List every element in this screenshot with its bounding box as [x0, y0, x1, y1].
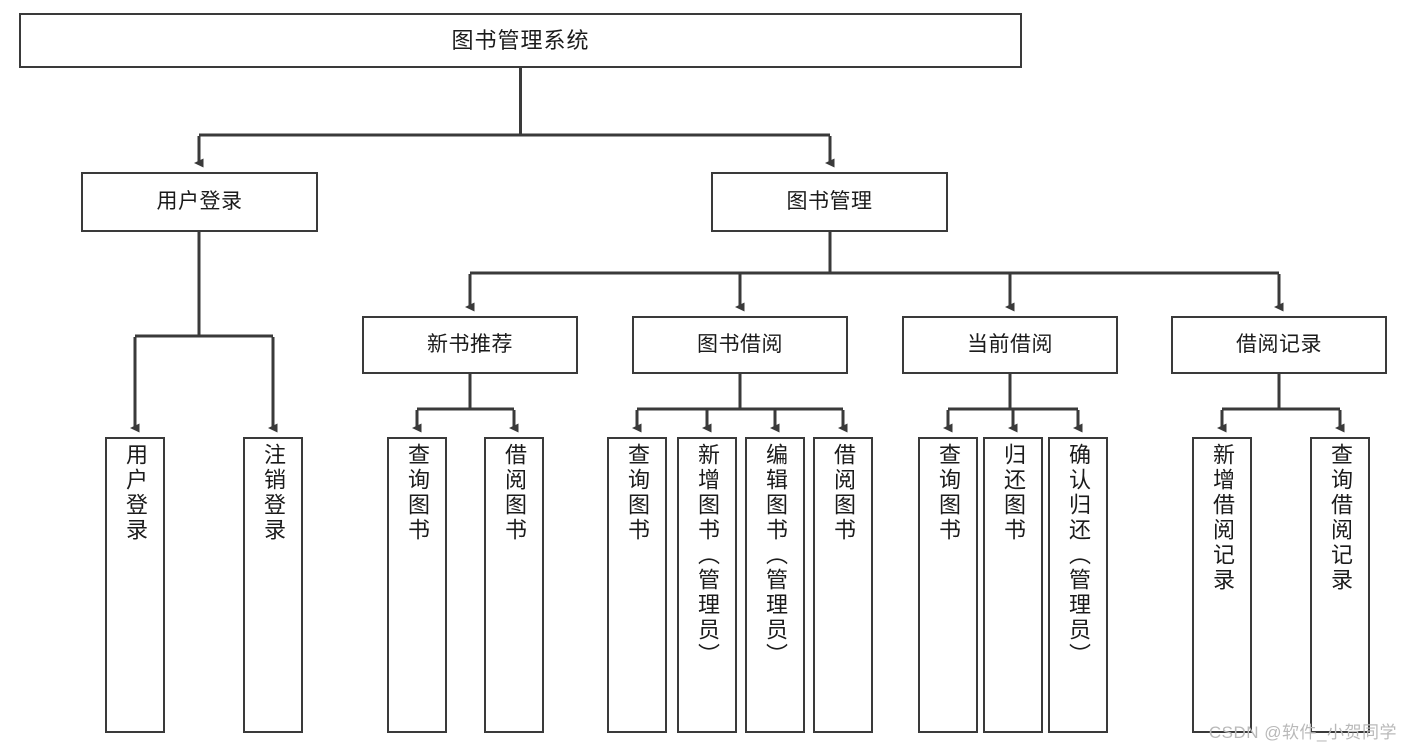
- node-leaf-add-book-label: 新增图书（管理员）: [695, 443, 720, 668]
- watermark: CSDN @软件_小贺同学: [1208, 723, 1397, 742]
- node-leaf-confirm-return[interactable]: 确认归还（管理员）: [1048, 437, 1108, 733]
- node-leaf-query-book-3[interactable]: 查询图书: [918, 437, 978, 733]
- node-root[interactable]: 图书管理系统: [19, 13, 1022, 68]
- node-leaf-borrow-book-2-label: 借阅图书: [831, 443, 856, 543]
- node-leaf-confirm-return-label: 确认归还（管理员）: [1066, 443, 1091, 668]
- node-leaf-query-book-1-label: 查询图书: [405, 443, 430, 543]
- node-leaf-return-book-label: 归还图书: [1001, 443, 1026, 543]
- node-user-login[interactable]: 用户登录: [81, 172, 318, 232]
- node-book-manage-label: 图书管理: [786, 189, 873, 213]
- node-leaf-query-book-2[interactable]: 查询图书: [607, 437, 667, 733]
- node-book-borrow[interactable]: 图书借阅: [632, 316, 848, 374]
- node-leaf-edit-book-label: 编辑图书（管理员）: [763, 443, 788, 668]
- node-leaf-return-book[interactable]: 归还图书: [983, 437, 1043, 733]
- node-current-borrow[interactable]: 当前借阅: [902, 316, 1118, 374]
- node-book-manage[interactable]: 图书管理: [711, 172, 948, 232]
- node-leaf-edit-book[interactable]: 编辑图书（管理员）: [745, 437, 805, 733]
- node-leaf-logout-label: 注销登录: [261, 443, 286, 543]
- node-user-login-label: 用户登录: [156, 189, 243, 213]
- node-new-book-recommend-label: 新书推荐: [427, 332, 513, 356]
- node-leaf-add-book[interactable]: 新增图书（管理员）: [677, 437, 737, 733]
- node-leaf-query-book-3-label: 查询图书: [936, 443, 961, 543]
- node-leaf-query-book-2-label: 查询图书: [625, 443, 650, 543]
- node-borrow-record-label: 借阅记录: [1236, 332, 1322, 356]
- node-book-borrow-label: 图书借阅: [697, 332, 783, 356]
- node-current-borrow-label: 当前借阅: [967, 332, 1053, 356]
- node-leaf-query-record-label: 查询借阅记录: [1328, 443, 1353, 593]
- node-leaf-logout[interactable]: 注销登录: [243, 437, 303, 733]
- node-leaf-user-login[interactable]: 用户登录: [105, 437, 165, 733]
- node-leaf-add-record[interactable]: 新增借阅记录: [1192, 437, 1252, 733]
- node-leaf-borrow-book-2[interactable]: 借阅图书: [813, 437, 873, 733]
- node-leaf-query-book-1[interactable]: 查询图书: [387, 437, 447, 733]
- node-leaf-add-record-label: 新增借阅记录: [1210, 443, 1235, 593]
- node-root-label: 图书管理系统: [451, 27, 590, 53]
- node-new-book-recommend[interactable]: 新书推荐: [362, 316, 578, 374]
- node-leaf-borrow-book-1-label: 借阅图书: [502, 443, 527, 543]
- node-borrow-record[interactable]: 借阅记录: [1171, 316, 1387, 374]
- node-leaf-borrow-book-1[interactable]: 借阅图书: [484, 437, 544, 733]
- node-leaf-user-login-label: 用户登录: [123, 443, 148, 543]
- node-leaf-query-record[interactable]: 查询借阅记录: [1310, 437, 1370, 733]
